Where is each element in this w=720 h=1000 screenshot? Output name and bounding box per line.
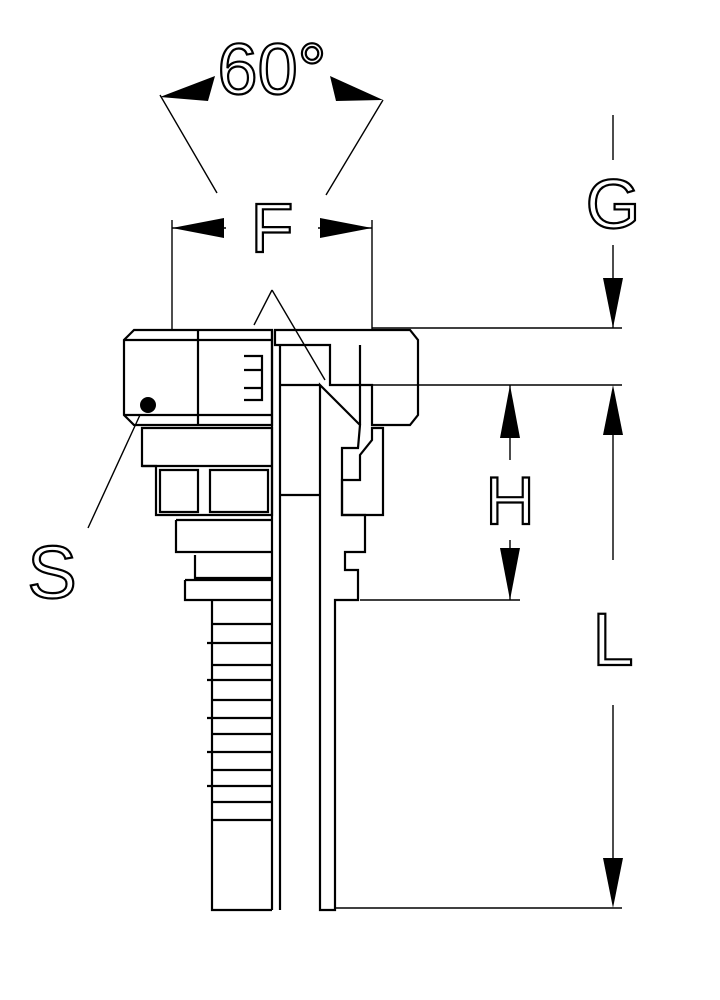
l-label: L: [592, 598, 633, 681]
f-dimension: F: [171, 188, 373, 330]
angle-label: 60°: [218, 30, 327, 110]
extension-lines: [330, 327, 622, 909]
f-label: F: [251, 189, 294, 267]
fitting-body: [122, 289, 420, 912]
g-dimension: G: [585, 115, 641, 435]
s-label: S: [27, 531, 76, 614]
g-label: G: [586, 165, 640, 243]
h-dimension: H: [484, 385, 536, 600]
angle-dimension: 60°: [159, 29, 384, 196]
l-dimension: L: [591, 435, 635, 908]
s-dimension: S: [26, 397, 156, 615]
h-label: H: [485, 463, 534, 539]
